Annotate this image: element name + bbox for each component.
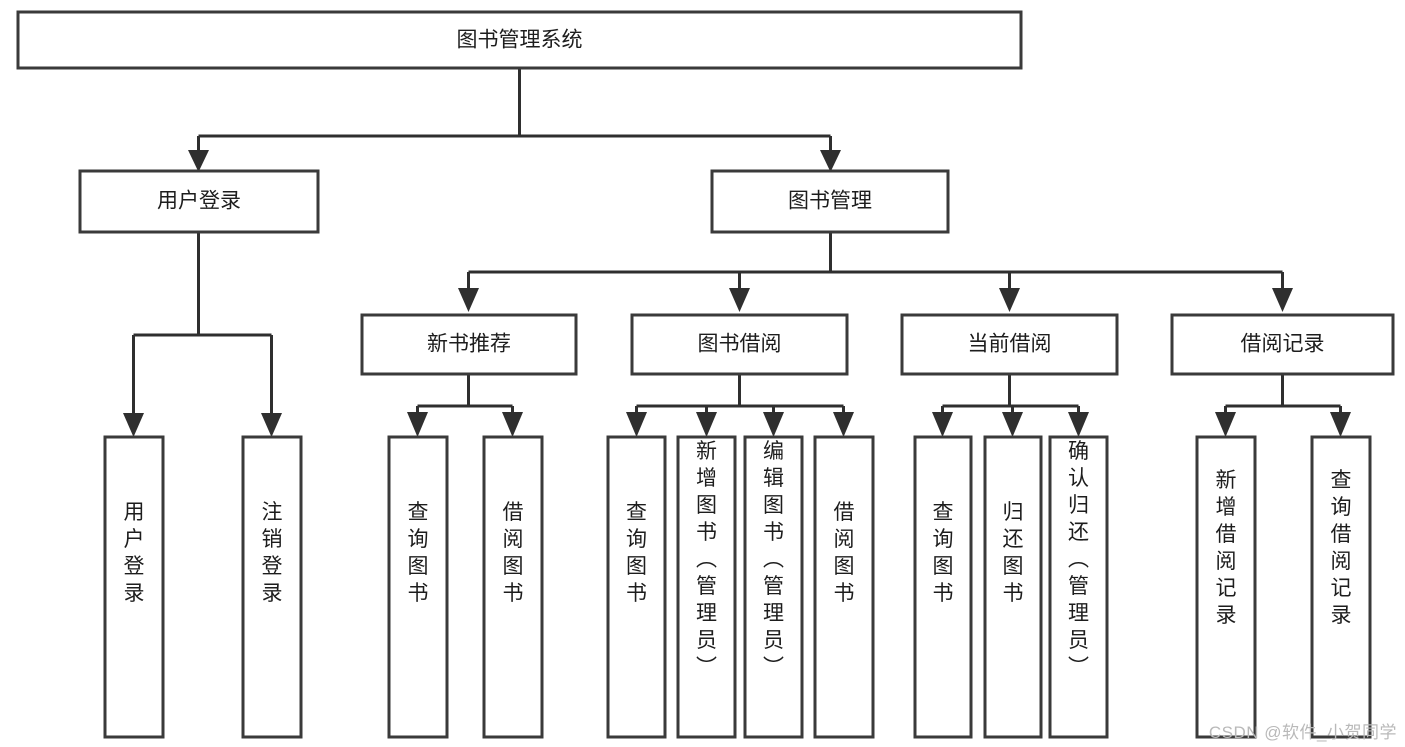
leaf-currentborrow-return-book[interactable]: 归还图书	[983, 435, 1043, 739]
arrow-icon-bookborrow-leaf-2	[696, 412, 717, 437]
leaf-currentborrow-query-book-label: 查询图书	[933, 501, 954, 605]
node-borrow-record[interactable]: 借阅记录	[1170, 313, 1395, 376]
leaf-borrowrecord-query-record-label: 查询借阅记录	[1331, 469, 1352, 627]
node-book-borrow-label: 图书借阅	[698, 333, 782, 356]
leaf-bookborrow-borrow-book[interactable]: 借阅图书	[813, 435, 875, 739]
node-new-book-recommend-label: 新书推荐	[427, 333, 511, 356]
arrow-icon-currentborrow-leaf-2	[1002, 412, 1023, 437]
leaf-currentborrow-confirm-return[interactable]: 确认归还︵管理员︶	[1048, 435, 1109, 739]
leaf-newbook-borrow-book[interactable]: 借阅图书	[482, 435, 544, 739]
leaf-borrowrecord-query-record[interactable]: 查询借阅记录	[1310, 435, 1372, 739]
arrow-icon-bookborrow-leaf-1	[626, 412, 647, 437]
node-book-management-label: 图书管理	[788, 190, 872, 213]
leaf-borrowrecord-add-record[interactable]: 新增借阅记录	[1195, 435, 1257, 739]
arrow-icon-root-to-bookmgmt	[820, 150, 841, 172]
node-root[interactable]: 图书管理系统	[16, 10, 1023, 70]
arrow-icon-bookmgmt-child-4	[1272, 288, 1293, 312]
leaf-bookborrow-query-book[interactable]: 查询图书	[606, 435, 667, 739]
leaf-borrowrecord-add-record-label: 新增借阅记录	[1216, 469, 1237, 627]
leaf-currentborrow-query-book[interactable]: 查询图书	[913, 435, 973, 739]
leaf-bookborrow-add-book-label: 新增图书︵管理员︶	[696, 440, 717, 679]
leaf-newbook-query-book-label: 查询图书	[408, 501, 429, 605]
node-root-label: 图书管理系统	[457, 29, 583, 52]
node-new-book-recommend[interactable]: 新书推荐	[360, 313, 578, 376]
node-book-management[interactable]: 图书管理	[710, 169, 950, 234]
leaf-bookborrow-borrow-book-label: 借阅图书	[834, 501, 855, 605]
arrow-icon-newbook-leaf-2	[502, 412, 523, 437]
arrow-icon-bookmgmt-child-2	[729, 288, 750, 312]
connector-layer	[123, 68, 1351, 437]
arrow-icon-borrowrecord-leaf-2	[1330, 412, 1351, 437]
arrow-icon-borrowrecord-leaf-1	[1215, 412, 1236, 437]
leaf-bookborrow-edit-book[interactable]: 编辑图书︵管理员︶	[743, 435, 804, 739]
node-borrow-record-label: 借阅记录	[1241, 333, 1325, 356]
node-user-login[interactable]: 用户登录	[78, 169, 320, 234]
leaf-user-login-login-label: 用户登录	[124, 501, 145, 605]
arrow-icon-bookborrow-leaf-4	[833, 412, 854, 437]
node-book-borrow[interactable]: 图书借阅	[630, 313, 849, 376]
leaf-currentborrow-confirm-return-label: 确认归还︵管理员︶	[1068, 440, 1089, 679]
leaf-currentborrow-return-book-label: 归还图书	[1003, 501, 1024, 605]
node-user-login-label: 用户登录	[157, 190, 241, 213]
arrow-icon-userlogin-leaf-1	[123, 413, 144, 437]
node-current-borrow[interactable]: 当前借阅	[900, 313, 1119, 376]
leaf-user-login-logout[interactable]: 注销登录	[241, 435, 303, 739]
leaf-user-login-logout-label: 注销登录	[262, 501, 283, 605]
leaf-bookborrow-query-book-label: 查询图书	[626, 501, 647, 605]
arrow-icon-bookmgmt-child-1	[458, 288, 479, 312]
arrow-icon-currentborrow-leaf-1	[932, 412, 953, 437]
arrow-icon-root-to-userlogin	[188, 150, 209, 172]
leaf-bookborrow-edit-book-label: 编辑图书︵管理员︶	[763, 440, 784, 679]
arrow-icon-newbook-leaf-1	[407, 412, 428, 437]
leaf-newbook-query-book[interactable]: 查询图书	[387, 435, 449, 739]
leaf-user-login-login[interactable]: 用户登录	[103, 435, 165, 739]
leaf-bookborrow-add-book[interactable]: 新增图书︵管理员︶	[676, 435, 737, 739]
arrow-icon-currentborrow-leaf-3	[1068, 412, 1089, 437]
leaf-newbook-borrow-book-label: 借阅图书	[503, 501, 524, 605]
node-current-borrow-label: 当前借阅	[968, 333, 1052, 356]
arrow-icon-bookmgmt-child-3	[999, 288, 1020, 312]
arrow-icon-bookborrow-leaf-3	[763, 412, 784, 437]
arrow-icon-userlogin-leaf-2	[261, 413, 282, 437]
